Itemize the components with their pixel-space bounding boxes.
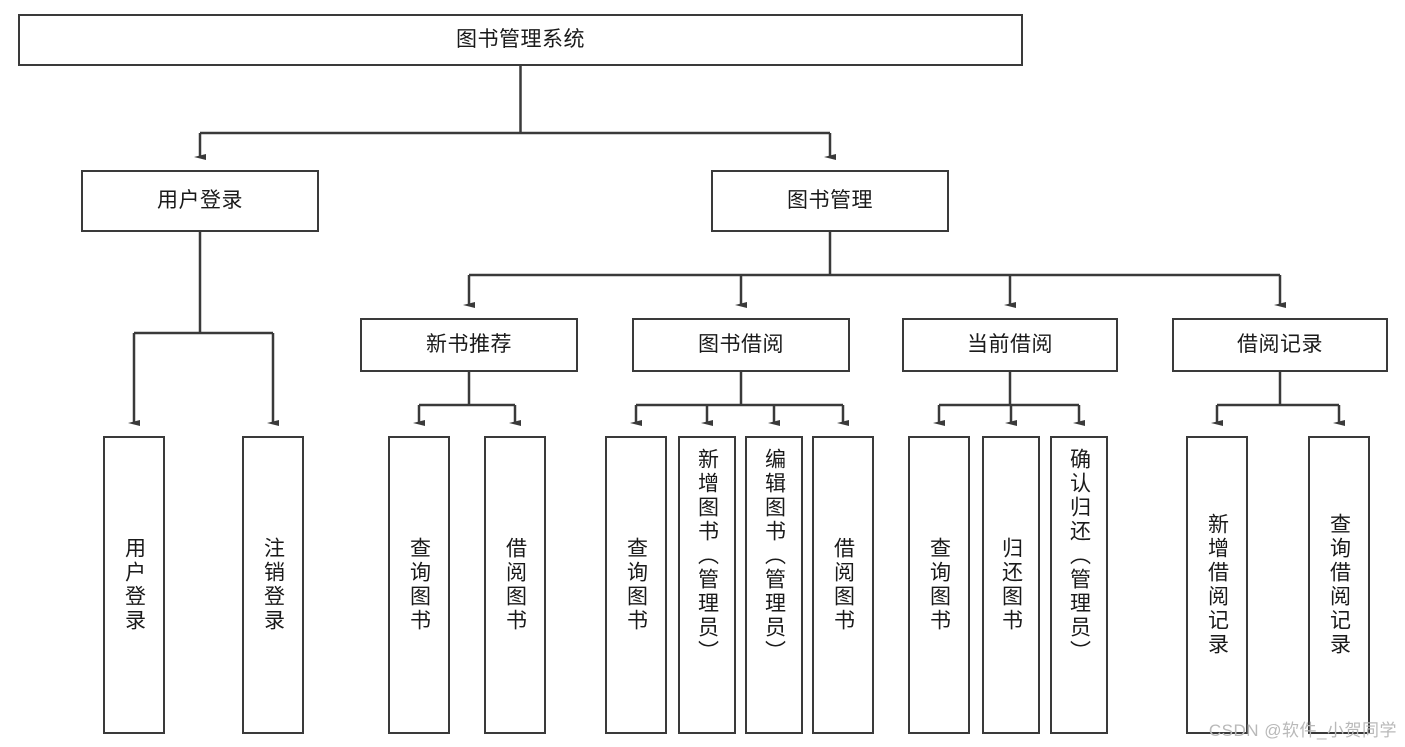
node-borrow-book-borrow[interactable]: 借阅图书 xyxy=(812,436,874,734)
node-query-book-rec[interactable]: 查询图书 xyxy=(388,436,450,734)
node-label: 查询图书 xyxy=(407,537,431,633)
node-label: 归还图书 xyxy=(999,537,1023,633)
node-borrow-record[interactable]: 借阅记录 xyxy=(1172,318,1388,372)
node-query-book-borrow[interactable]: 查询图书 xyxy=(605,436,667,734)
node-label: 查询图书 xyxy=(624,537,648,633)
node-return-book[interactable]: 归还图书 xyxy=(982,436,1040,734)
node-label: 注销登录 xyxy=(261,537,285,633)
node-query-book-current[interactable]: 查询图书 xyxy=(908,436,970,734)
node-borrow-book-rec[interactable]: 借阅图书 xyxy=(484,436,546,734)
node-label: 用户登录 xyxy=(157,188,243,212)
node-label: 图书管理系统 xyxy=(456,27,585,51)
node-confirm-return-admin[interactable]: 确认归还（管理员） xyxy=(1050,436,1108,734)
node-label: 确认归还（管理员） xyxy=(1067,448,1091,664)
node-user-login-leaf[interactable]: 用户登录 xyxy=(103,436,165,734)
node-current-borrow[interactable]: 当前借阅 xyxy=(902,318,1118,372)
node-label: 新增借阅记录 xyxy=(1205,513,1229,657)
node-label: 借阅图书 xyxy=(503,537,527,633)
node-label: 新增图书（管理员） xyxy=(695,448,719,664)
node-book-manage[interactable]: 图书管理 xyxy=(711,170,949,232)
csdn-watermark: CSDN @软件_小贺同学 xyxy=(1208,721,1397,740)
node-label: 用户登录 xyxy=(122,537,146,633)
node-label: 借阅图书 xyxy=(831,537,855,633)
node-label: 编辑图书（管理员） xyxy=(762,448,786,664)
node-root[interactable]: 图书管理系统 xyxy=(18,14,1023,66)
node-edit-book-admin[interactable]: 编辑图书（管理员） xyxy=(745,436,803,734)
node-label: 查询图书 xyxy=(927,537,951,633)
node-label: 查询借阅记录 xyxy=(1327,513,1351,657)
node-new-book-recommend[interactable]: 新书推荐 xyxy=(360,318,578,372)
node-label: 图书借阅 xyxy=(698,332,784,356)
node-label: 新书推荐 xyxy=(426,332,512,356)
node-label: 当前借阅 xyxy=(967,332,1053,356)
node-add-book-admin[interactable]: 新增图书（管理员） xyxy=(678,436,736,734)
node-add-borrow-record[interactable]: 新增借阅记录 xyxy=(1186,436,1248,734)
node-logout-leaf[interactable]: 注销登录 xyxy=(242,436,304,734)
node-user-login[interactable]: 用户登录 xyxy=(81,170,319,232)
node-label: 借阅记录 xyxy=(1237,332,1323,356)
node-label: 图书管理 xyxy=(787,188,873,212)
node-book-borrow[interactable]: 图书借阅 xyxy=(632,318,850,372)
node-query-borrow-record[interactable]: 查询借阅记录 xyxy=(1308,436,1370,734)
